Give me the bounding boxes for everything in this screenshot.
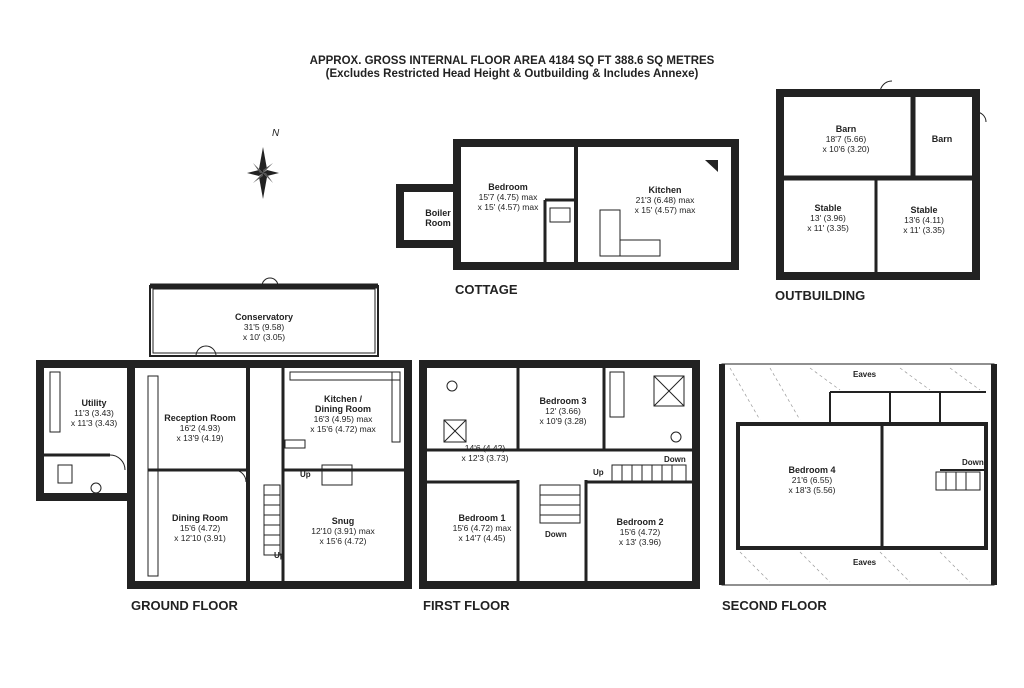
cottage-title: COTTAGE <box>455 282 518 297</box>
room-label-dining-room: Dining Room 15'6 (4.72) x 12'10 (3.91) <box>172 513 228 543</box>
second-floor-title: SECOND FLOOR <box>722 598 827 613</box>
room-label-barn-large: Barn 18'7 (5.66) x 10'6 (3.20) <box>822 124 870 154</box>
stairs-down-label: Down <box>545 530 567 539</box>
room-label-conservatory: Conservatory 31'5 (9.58) x 10' (3.05) <box>234 312 294 342</box>
stairs-up-label: Up <box>300 470 311 479</box>
room-label-stable-2: Stable 13'6 (4.11) x 11' (3.35) <box>903 205 945 235</box>
outbuilding-title: OUTBUILDING <box>775 288 866 303</box>
first-floor-plan <box>419 360 700 589</box>
room-label-kitchen-dining: Kitchen / Dining Room 16'3 (4.95) max x … <box>310 394 376 434</box>
ground-floor-title: GROUND FLOOR <box>131 598 238 613</box>
room-label-boiler-room: Boiler Room <box>425 208 451 228</box>
room-label-bedroom-2: Bedroom 2 15'6 (4.72) x 13' (3.96) <box>616 517 664 547</box>
floor-area-note: (Excludes Restricted Head Height & Outbu… <box>325 68 699 80</box>
room-label-bedroom-3: Bedroom 3 12' (3.66) x 10'9 (3.28) <box>539 396 587 426</box>
eaves-label: Eaves <box>853 558 877 567</box>
room-label-landing: 14'6 (4.42) x 12'3 (3.73) <box>461 443 509 463</box>
room-label-bedroom-4: Bedroom 4 21'6 (6.55) x 18'3 (5.56) <box>788 465 836 495</box>
stairs-down-label: Down <box>664 455 686 464</box>
room-label-stable-1: Stable 13' (3.96) x 11' (3.35) <box>807 203 849 233</box>
room-label-bedroom-1: Bedroom 1 15'6 (4.72) max x 14'7 (4.45) <box>452 513 512 543</box>
outbuilding-plan <box>776 80 987 280</box>
stairs-down-label: Down <box>962 458 984 467</box>
compass-north-label: N <box>272 128 280 139</box>
first-floor-title: FIRST FLOOR <box>423 598 510 613</box>
room-label-cottage-kitchen: Kitchen 21'3 (6.48) max x 15' (4.57) max <box>634 185 696 215</box>
room-label-reception-room: Reception Room 16'2 (4.93) x 13'9 (4.19) <box>164 413 236 443</box>
room-label-cottage-bedroom: Bedroom 15'7 (4.75) max x 15' (4.57) max <box>477 182 539 212</box>
room-label-snug: Snug 12'10 (3.91) max x 15'6 (4.72) <box>311 516 375 546</box>
stairs-up-label: Up <box>593 468 604 477</box>
cottage-plan <box>396 139 739 270</box>
stairs-up-label: Up <box>274 551 285 560</box>
floor-area-heading: APPROX. GROSS INTERNAL FLOOR AREA 4184 S… <box>309 55 715 67</box>
room-label-barn-small: Barn <box>931 134 953 144</box>
room-label-utility: Utility 11'3 (3.43) x 11'3 (3.43) <box>70 398 118 428</box>
ground-floor-plan <box>36 277 412 589</box>
compass-rose-icon <box>247 147 279 199</box>
eaves-label: Eaves <box>853 370 877 379</box>
second-floor-plan <box>719 363 997 586</box>
